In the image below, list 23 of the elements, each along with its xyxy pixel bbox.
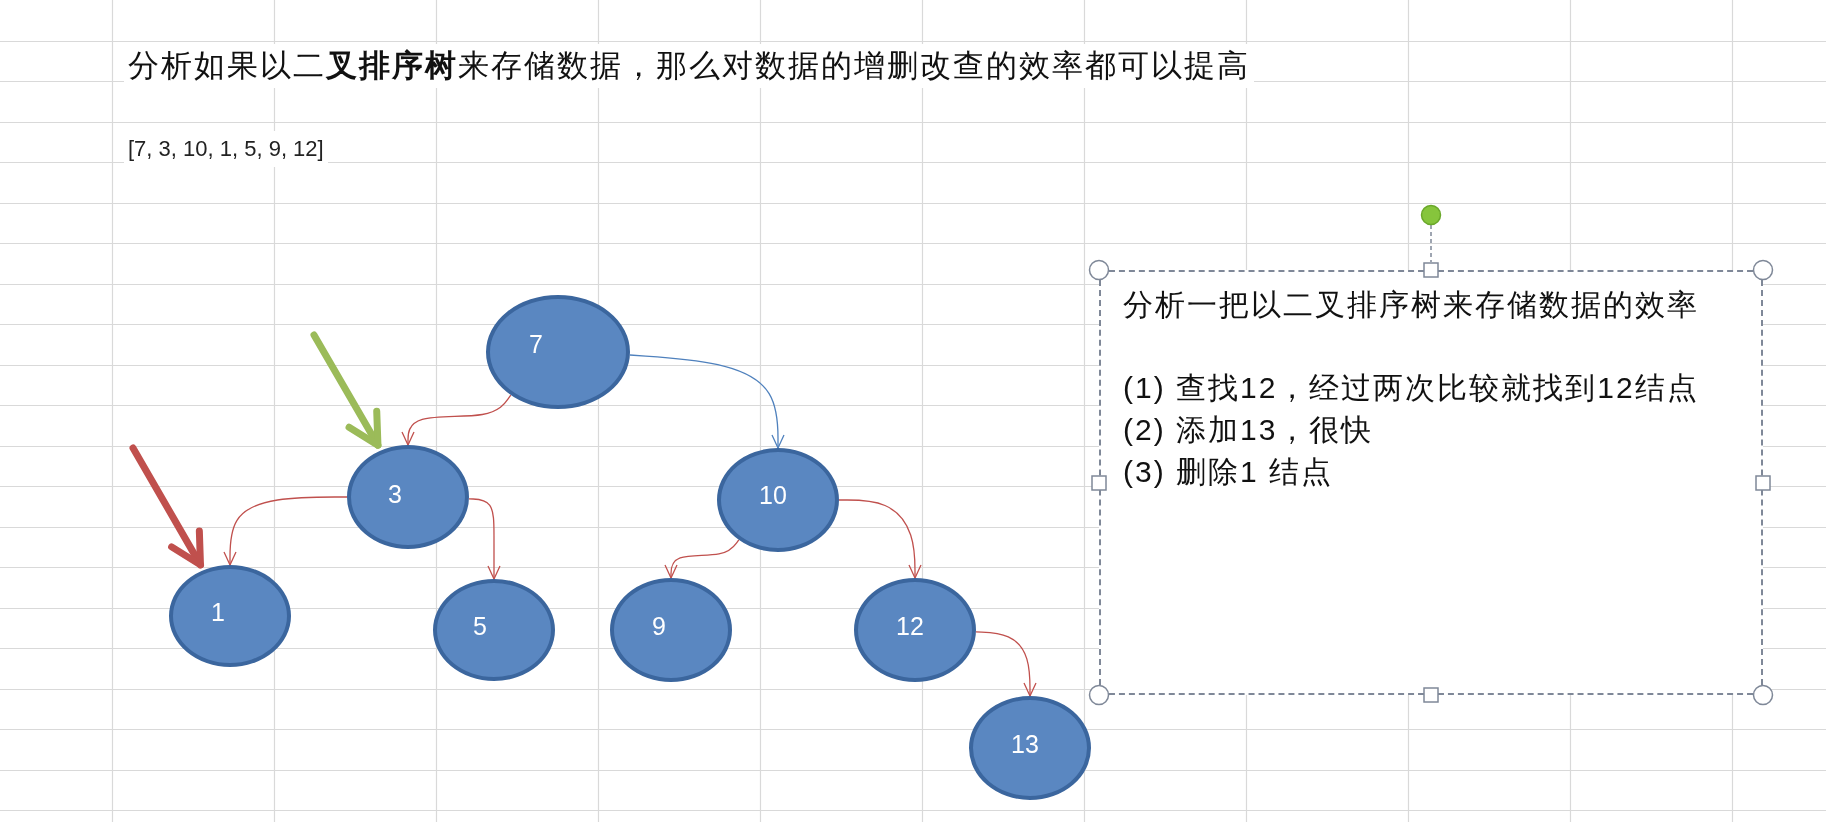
arrow <box>223 496 348 566</box>
node-value: 3 <box>388 481 402 507</box>
arrow <box>664 539 740 579</box>
arrow <box>975 631 1037 697</box>
node-value: 7 <box>529 331 543 357</box>
list-item: (2) 添加13，很快 <box>1123 412 1375 448</box>
heading-text: 分析如果以二叉排序树来存储数据，那么对数据的增删改查的效率都可以提高 <box>124 44 1254 88</box>
box-heading: 分析一把以二叉排序树来存储数据的效率 <box>1123 287 1700 323</box>
node-value: 1 <box>211 599 225 625</box>
arrow <box>838 499 922 579</box>
node-value: 9 <box>652 613 666 639</box>
list-item: (3) 删除1 结点 <box>1123 454 1335 490</box>
pointer-arrow <box>310 331 382 449</box>
node-value: 12 <box>896 613 924 639</box>
arrow <box>468 498 501 580</box>
node-value: 13 <box>1011 731 1039 757</box>
array-text: [7, 3, 10, 1, 5, 9, 12] <box>124 131 328 167</box>
text-box <box>1099 270 1763 695</box>
node-value: 5 <box>473 613 487 639</box>
list-item: (1) 查找12，经过两次比较就找到12结点 <box>1123 370 1700 406</box>
arrow <box>629 354 785 449</box>
node-value: 10 <box>759 482 787 508</box>
pointer-arrow <box>129 444 204 569</box>
